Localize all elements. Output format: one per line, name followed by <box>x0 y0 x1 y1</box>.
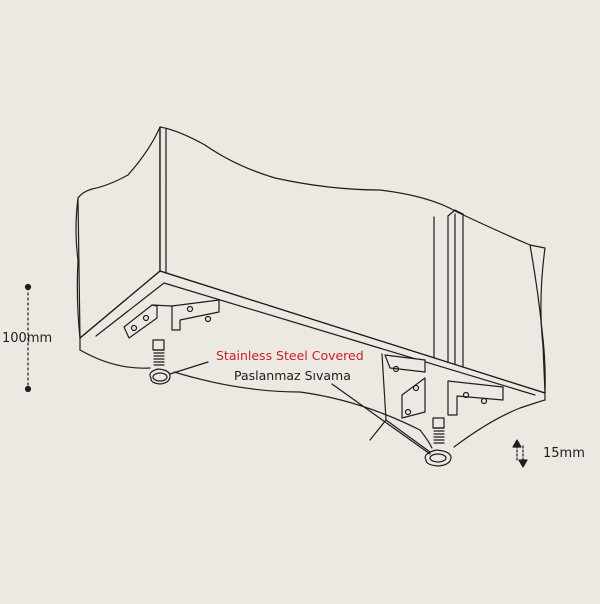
cabinet-body <box>75 126 546 394</box>
coating-label-english: Stainless Steel Covered <box>216 348 364 363</box>
coating-label-turkish: Paslanmaz Sıvama <box>234 368 351 383</box>
divider-strips <box>433 209 464 368</box>
adjust-dimension-label: 15mm <box>543 446 585 461</box>
leader-lines <box>169 353 431 455</box>
left-bracket <box>123 299 220 339</box>
base-plinth <box>79 270 546 449</box>
left-leveling-foot <box>149 339 171 385</box>
height-dimension-line <box>24 283 32 393</box>
right-bracket <box>384 354 504 419</box>
right-leveling-foot <box>424 417 452 467</box>
adjust-arrows <box>512 439 528 468</box>
height-dimension-label: 100mm <box>2 331 53 346</box>
